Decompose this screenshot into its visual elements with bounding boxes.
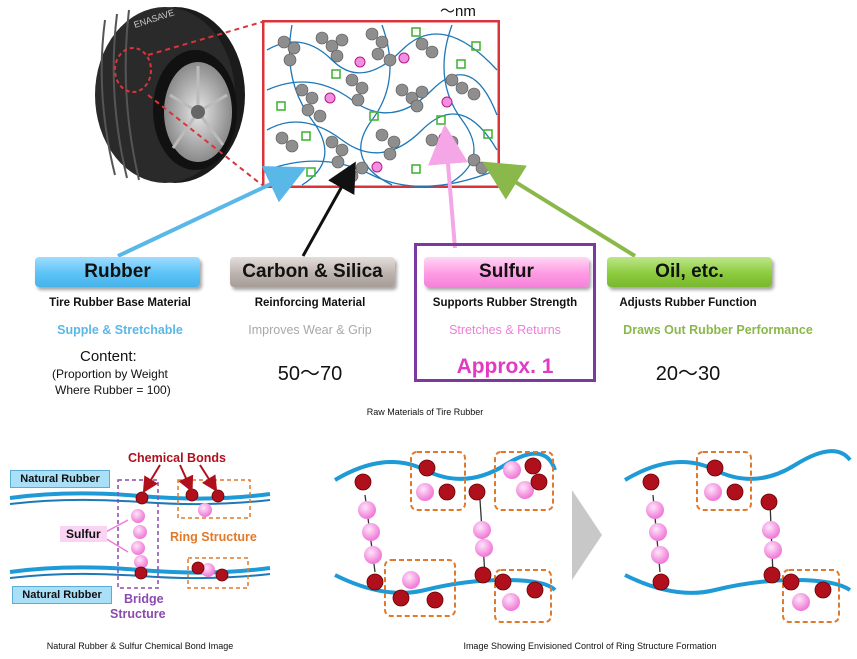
material-arrows	[117, 124, 637, 258]
sulfur-desc: Stretches & Returns	[449, 323, 561, 337]
ring-control-diagram	[333, 449, 852, 623]
sulfur-highlight-box	[414, 243, 596, 382]
rubber-desc: Supple & Stretchable	[57, 323, 183, 337]
oil-arrow	[482, 161, 637, 258]
sulfur-label: Sulfur	[424, 257, 589, 287]
rubber-label: Rubber	[35, 257, 200, 287]
carbon-silica-label: Carbon & Silica	[230, 257, 395, 287]
bridge-structure-line1: Bridge	[124, 592, 164, 606]
ring-control-caption: Image Showing Envisioned Control of Ring…	[463, 641, 717, 651]
content-line2: Where Rubber = 100)	[55, 383, 171, 397]
chemical-bonds-label: Chemical Bonds	[128, 451, 226, 465]
oil-value: 20～30	[655, 363, 721, 385]
oil-label: Oil, etc.	[607, 257, 772, 287]
content-title: Content:	[80, 348, 137, 365]
rubber-role: Tire Rubber Base Material	[49, 297, 191, 309]
natural-rubber-top-label: Natural Rubber	[10, 470, 110, 488]
sulfur-role: Supports Rubber Strength	[432, 297, 578, 309]
sulfur-arrow	[428, 124, 468, 249]
carbon-desc: Improves Wear & Grip	[248, 323, 372, 337]
zoom-lines	[147, 21, 263, 186]
bond-image-caption: Natural Rubber & Sulfur Chemical Bond Im…	[46, 641, 234, 651]
sulfur-value: Approx. 1	[456, 355, 554, 378]
content-line1: (Proportion by Weight	[52, 367, 168, 381]
natural-rubber-bottom-label: Natural Rubber	[12, 586, 112, 604]
rubber-arrow	[117, 166, 307, 258]
carbon-role: Reinforcing Material	[254, 297, 366, 309]
carbon-value: 50～70	[277, 363, 343, 385]
oil-desc: Draws Out Rubber Performance	[623, 323, 813, 337]
tire-illustration: ENASAVE	[95, 7, 245, 183]
sulfur-bond-label: Sulfur	[60, 526, 107, 542]
ring-structure-label: Ring Structure	[170, 530, 257, 544]
raw-materials-caption: Raw Materials of Tire Rubber	[366, 407, 484, 417]
bond-diagram	[9, 464, 271, 589]
oil-role: Adjusts Rubber Function	[619, 297, 757, 309]
bridge-structure-line2: Structure	[110, 607, 166, 621]
carbon-arrow	[301, 161, 356, 257]
scale-label: ～nm	[440, 3, 476, 20]
